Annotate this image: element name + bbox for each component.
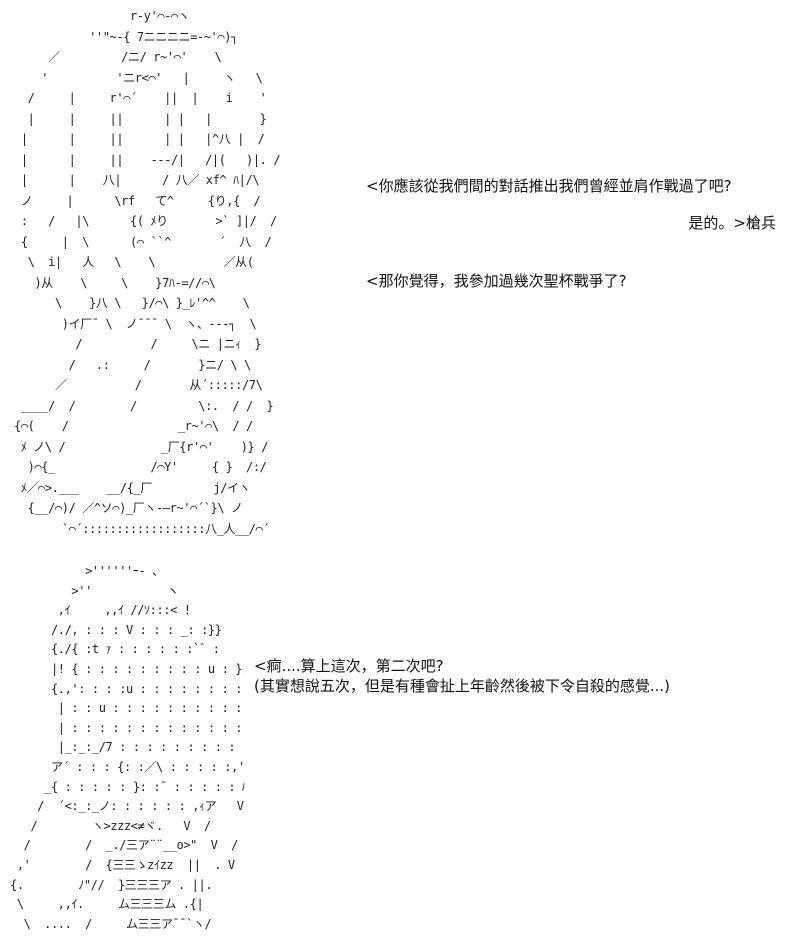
ascii-art-top: r-y'⌒-⌒ヽ ''"~-{ 7ニニニニ=-~'⌒)┐ ／ /ニ/ r~'⌒'… [14,9,281,536]
ascii-art-bottom: >''''''ｰ- 、 >'' ヽ ,ｲ ,,ｲ //ｿ:::< ! /./, … [10,564,245,931]
dialogue-line: 是的。>槍兵 [688,214,776,232]
dialogue-line: <你應該從我們間的對話推出我們曾經並肩作戰過了吧? [366,177,732,195]
dialogue-line: (其實想說五次，但是有種會扯上年齡然後被下令自殺的感覺...) [254,677,671,695]
dialogue-line: <那你覺得，我參加過幾次聖杯戰爭了? [366,272,627,290]
dialogue-line: <痾....算上這次，第二次吧? [254,657,444,675]
